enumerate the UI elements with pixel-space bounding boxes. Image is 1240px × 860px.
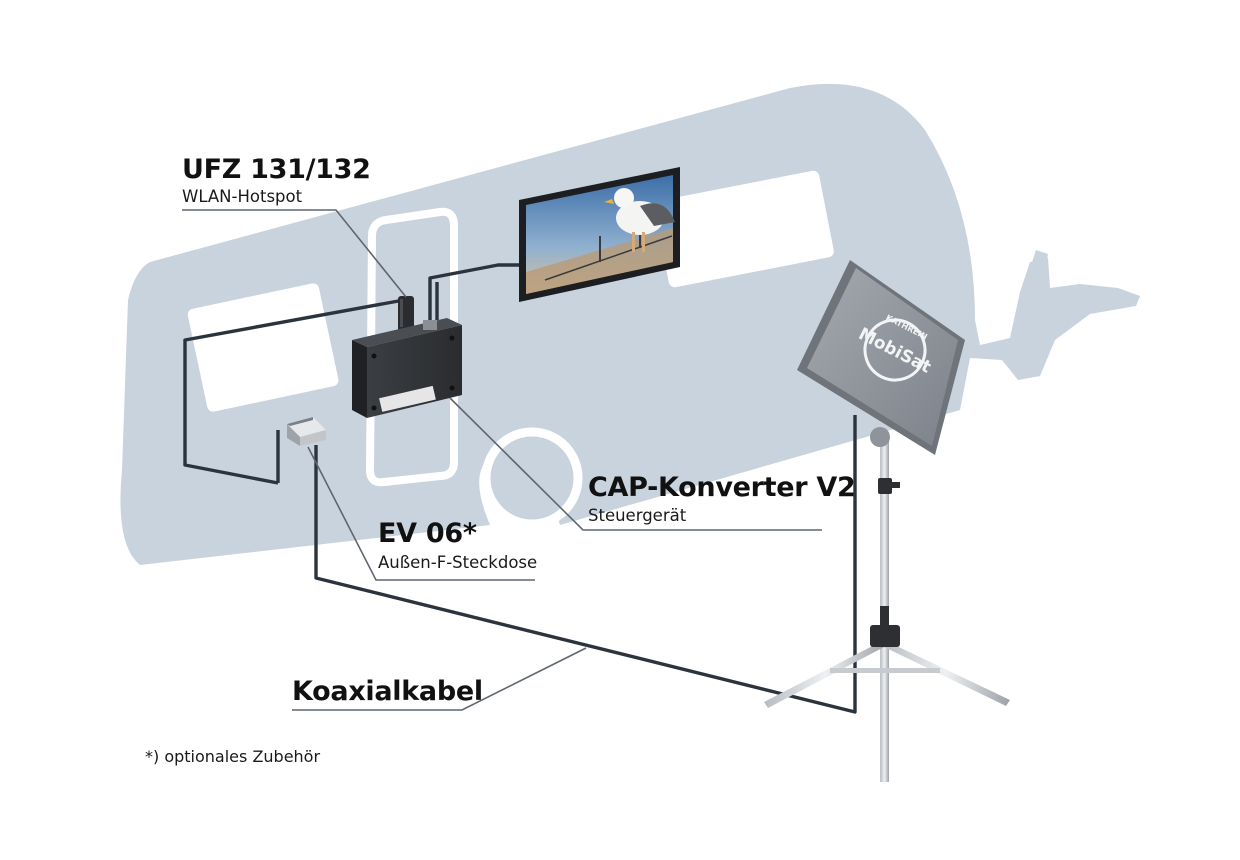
koax-title: Koaxialkabel xyxy=(292,676,483,707)
label-ev: EV 06* Außen-F-Steckdose xyxy=(378,518,537,572)
ufz-subtitle: WLAN-Hotspot xyxy=(182,187,303,206)
ev-subtitle: Außen-F-Steckdose xyxy=(378,553,537,572)
label-ufz: UFZ 131/132 WLAN-Hotspot xyxy=(182,154,371,206)
footnote: *) optionales Zubehör xyxy=(145,747,320,766)
caravan-silhouette xyxy=(120,83,1140,565)
seagull-icon xyxy=(604,188,675,252)
cap-title: CAP-Konverter V2 xyxy=(588,472,856,503)
converter-box xyxy=(352,318,462,418)
cap-subtitle: Steuergerät xyxy=(588,506,687,525)
tripod-icon xyxy=(764,432,1010,782)
label-koax: Koaxialkabel xyxy=(292,676,483,707)
satellite-antenna: MobiSat KATHREIN xyxy=(797,260,965,455)
tv-screen xyxy=(519,167,680,302)
wlan-stick-icon xyxy=(398,296,414,332)
ufz-title: UFZ 131/132 xyxy=(182,154,371,185)
leader-lines xyxy=(182,209,822,711)
f-socket-icon xyxy=(287,417,326,446)
ev-title: EV 06* xyxy=(378,518,477,549)
label-cap: CAP-Konverter V2 Steuergerät xyxy=(588,472,856,525)
